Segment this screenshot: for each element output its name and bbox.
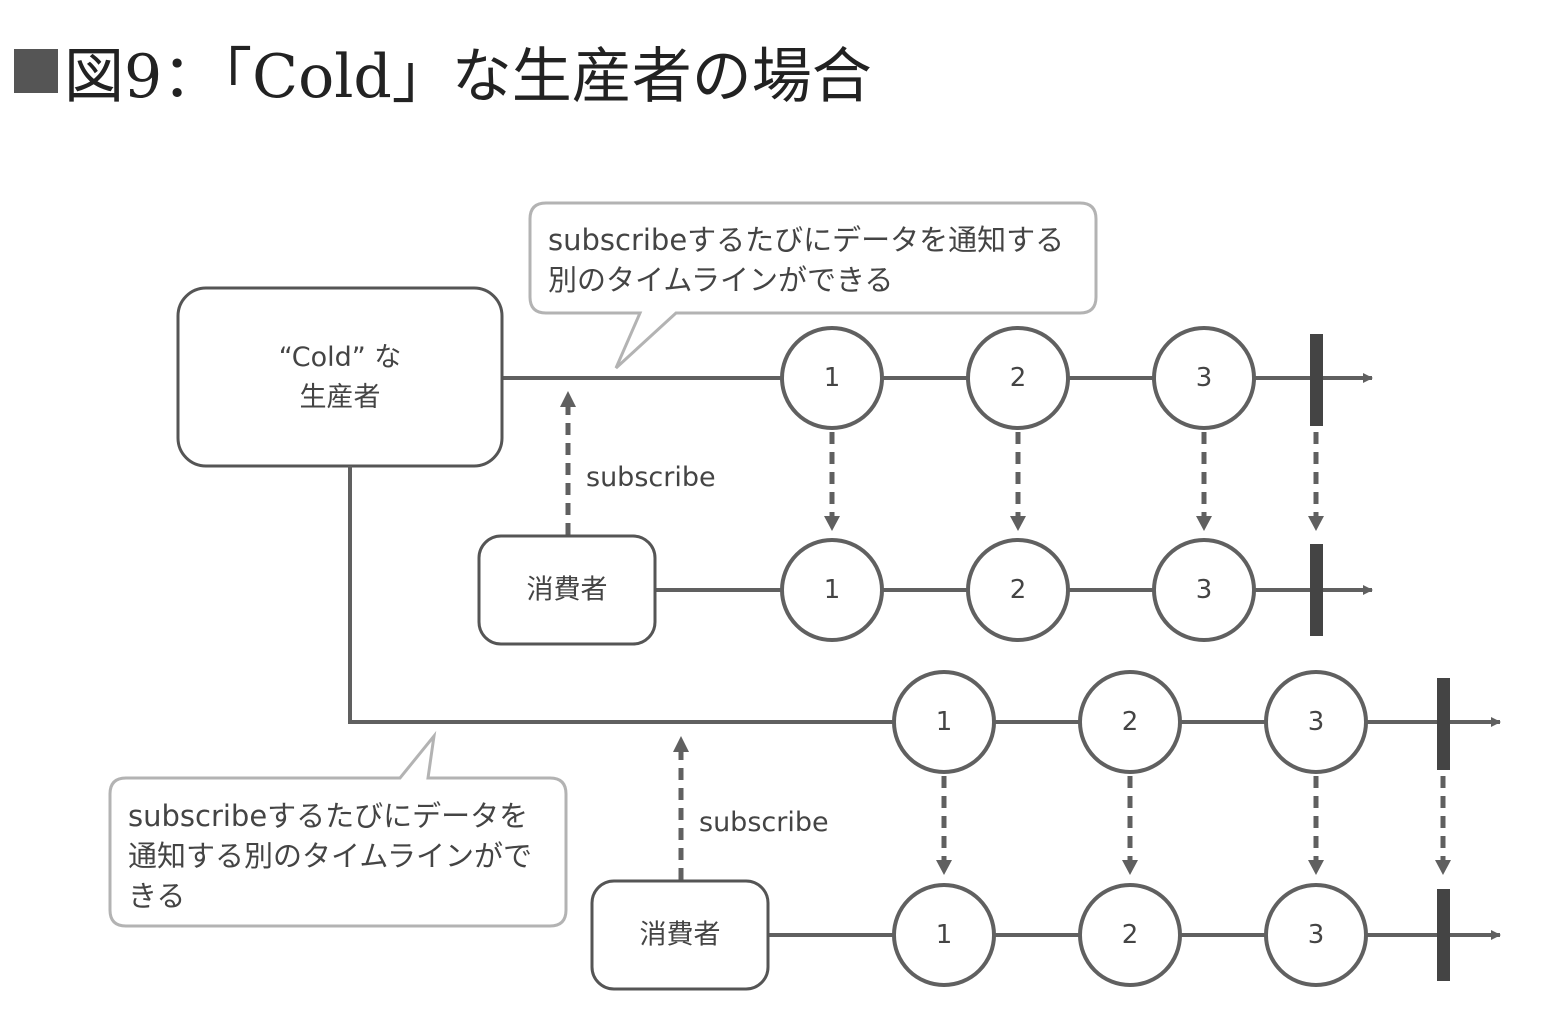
subscribe-label: subscribe: [586, 462, 716, 493]
figure-title-text: 図9：「Cold」な生産者の場合: [64, 41, 872, 112]
emission-arrows-1: [829, 432, 1319, 522]
callout-top-line2: 別のタイムラインができる: [548, 263, 894, 297]
callout-top-bubble: [528, 201, 1098, 370]
callout-bottom-text: subscribeするたびにデータを 通知する別のタイムラインがで きる: [128, 796, 558, 916]
event-marble: 2: [1078, 883, 1182, 987]
event-marble: 3: [1152, 326, 1256, 430]
subscribe-label: subscribe: [699, 807, 829, 838]
event-marble: 2: [966, 538, 1070, 642]
producer-connector: [348, 466, 895, 724]
event-marble: 1: [780, 538, 884, 642]
completion-marker: [1310, 334, 1323, 426]
event-label: 1: [936, 920, 953, 950]
event-marble: 3: [1152, 538, 1256, 642]
consumer-box-1: 消費者: [477, 534, 657, 646]
producer-label-line2: 生産者: [300, 382, 381, 413]
callout-bottom-line3: きる: [128, 879, 186, 913]
event-label: 3: [1308, 920, 1325, 950]
callout-bottom-bubble: [108, 730, 568, 928]
event-marble: 1: [892, 883, 996, 987]
event-marble: 1: [780, 326, 884, 430]
event-marble: 2: [966, 326, 1070, 430]
subscribe-arrow-1: subscribe: [560, 391, 716, 535]
producer-timeline-1: 1 2 3: [503, 326, 1373, 430]
consumer-label: 消費者: [527, 575, 608, 606]
event-label: 1: [936, 707, 953, 737]
consumer-label: 消費者: [640, 920, 721, 951]
event-marble: 3: [1264, 883, 1368, 987]
square-bullet-icon: [14, 49, 58, 93]
completion-marker: [1437, 889, 1450, 981]
event-label: 2: [1010, 575, 1027, 605]
consumer-box-2: 消費者: [590, 879, 770, 991]
producer-box: “Cold” な 生産者: [176, 286, 504, 468]
subscribe-arrow-2: subscribe: [673, 736, 829, 880]
event-marble: 3: [1264, 670, 1368, 774]
completion-marker: [1437, 678, 1450, 770]
event-label: 2: [1122, 920, 1139, 950]
callout-top-line1: subscribeするたびにデータを通知する: [548, 223, 1065, 257]
completion-marker: [1310, 544, 1323, 636]
event-marble: 2: [1078, 670, 1182, 774]
producer-label-line1: “Cold” な: [279, 342, 402, 373]
figure-title: 図9：「Cold」な生産者の場合: [14, 26, 872, 116]
event-label: 2: [1010, 363, 1027, 393]
consumer-timeline-2: 1 2 3: [768, 883, 1501, 987]
event-label: 3: [1308, 707, 1325, 737]
event-marble: 1: [892, 670, 996, 774]
event-label: 1: [824, 575, 841, 605]
consumer-timeline-1: 1 2 3: [655, 538, 1373, 642]
emission-arrows-2: [941, 776, 1446, 866]
producer-timeline-2: 1 2 3: [892, 670, 1501, 774]
event-label: 2: [1122, 707, 1139, 737]
event-label: 3: [1196, 575, 1213, 605]
event-label: 3: [1196, 363, 1213, 393]
callout-bottom-line1: subscribeするたびにデータを: [128, 799, 529, 833]
callout-bottom-line2: 通知する別のタイムラインがで: [128, 839, 532, 873]
callout-top-text: subscribeするたびにデータを通知する 別のタイムラインができる: [548, 220, 1088, 300]
event-label: 1: [824, 363, 841, 393]
